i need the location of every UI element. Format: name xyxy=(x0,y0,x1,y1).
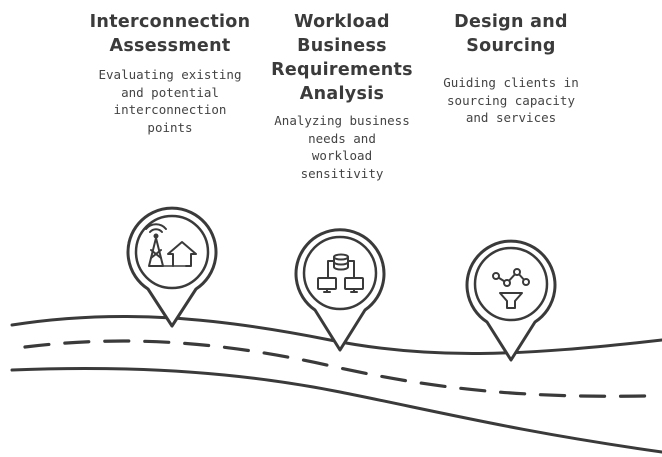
step-interconnection-assessment: Interconnection Assessment Evaluating ex… xyxy=(72,10,268,136)
cell-tower-home-icon xyxy=(145,223,197,267)
step-description: Evaluating existing and potential interc… xyxy=(98,67,242,135)
step-title: Design and Sourcing xyxy=(454,12,568,56)
database-network-icon xyxy=(317,253,364,293)
step-description: Guiding clients in sourcing capacity and… xyxy=(443,75,579,125)
step-design-and-sourcing: Design and Sourcing Guiding clients in s… xyxy=(424,10,598,127)
step-description: Analyzing business needs and workload se… xyxy=(274,113,410,181)
map-pin-2 xyxy=(294,228,386,352)
step-title: Workload Business Requirements Analysis xyxy=(271,12,413,104)
funnel-chart-icon xyxy=(492,268,530,309)
map-pin-3 xyxy=(465,239,557,362)
road-center-line xyxy=(23,339,647,398)
step-workload-analysis: Workload Business Requirements Analysis … xyxy=(254,10,430,182)
map-pin-1 xyxy=(126,206,218,328)
road-top-edge xyxy=(10,314,662,356)
road-bottom-edge xyxy=(10,366,662,454)
step-title: Interconnection Assessment xyxy=(89,12,251,56)
